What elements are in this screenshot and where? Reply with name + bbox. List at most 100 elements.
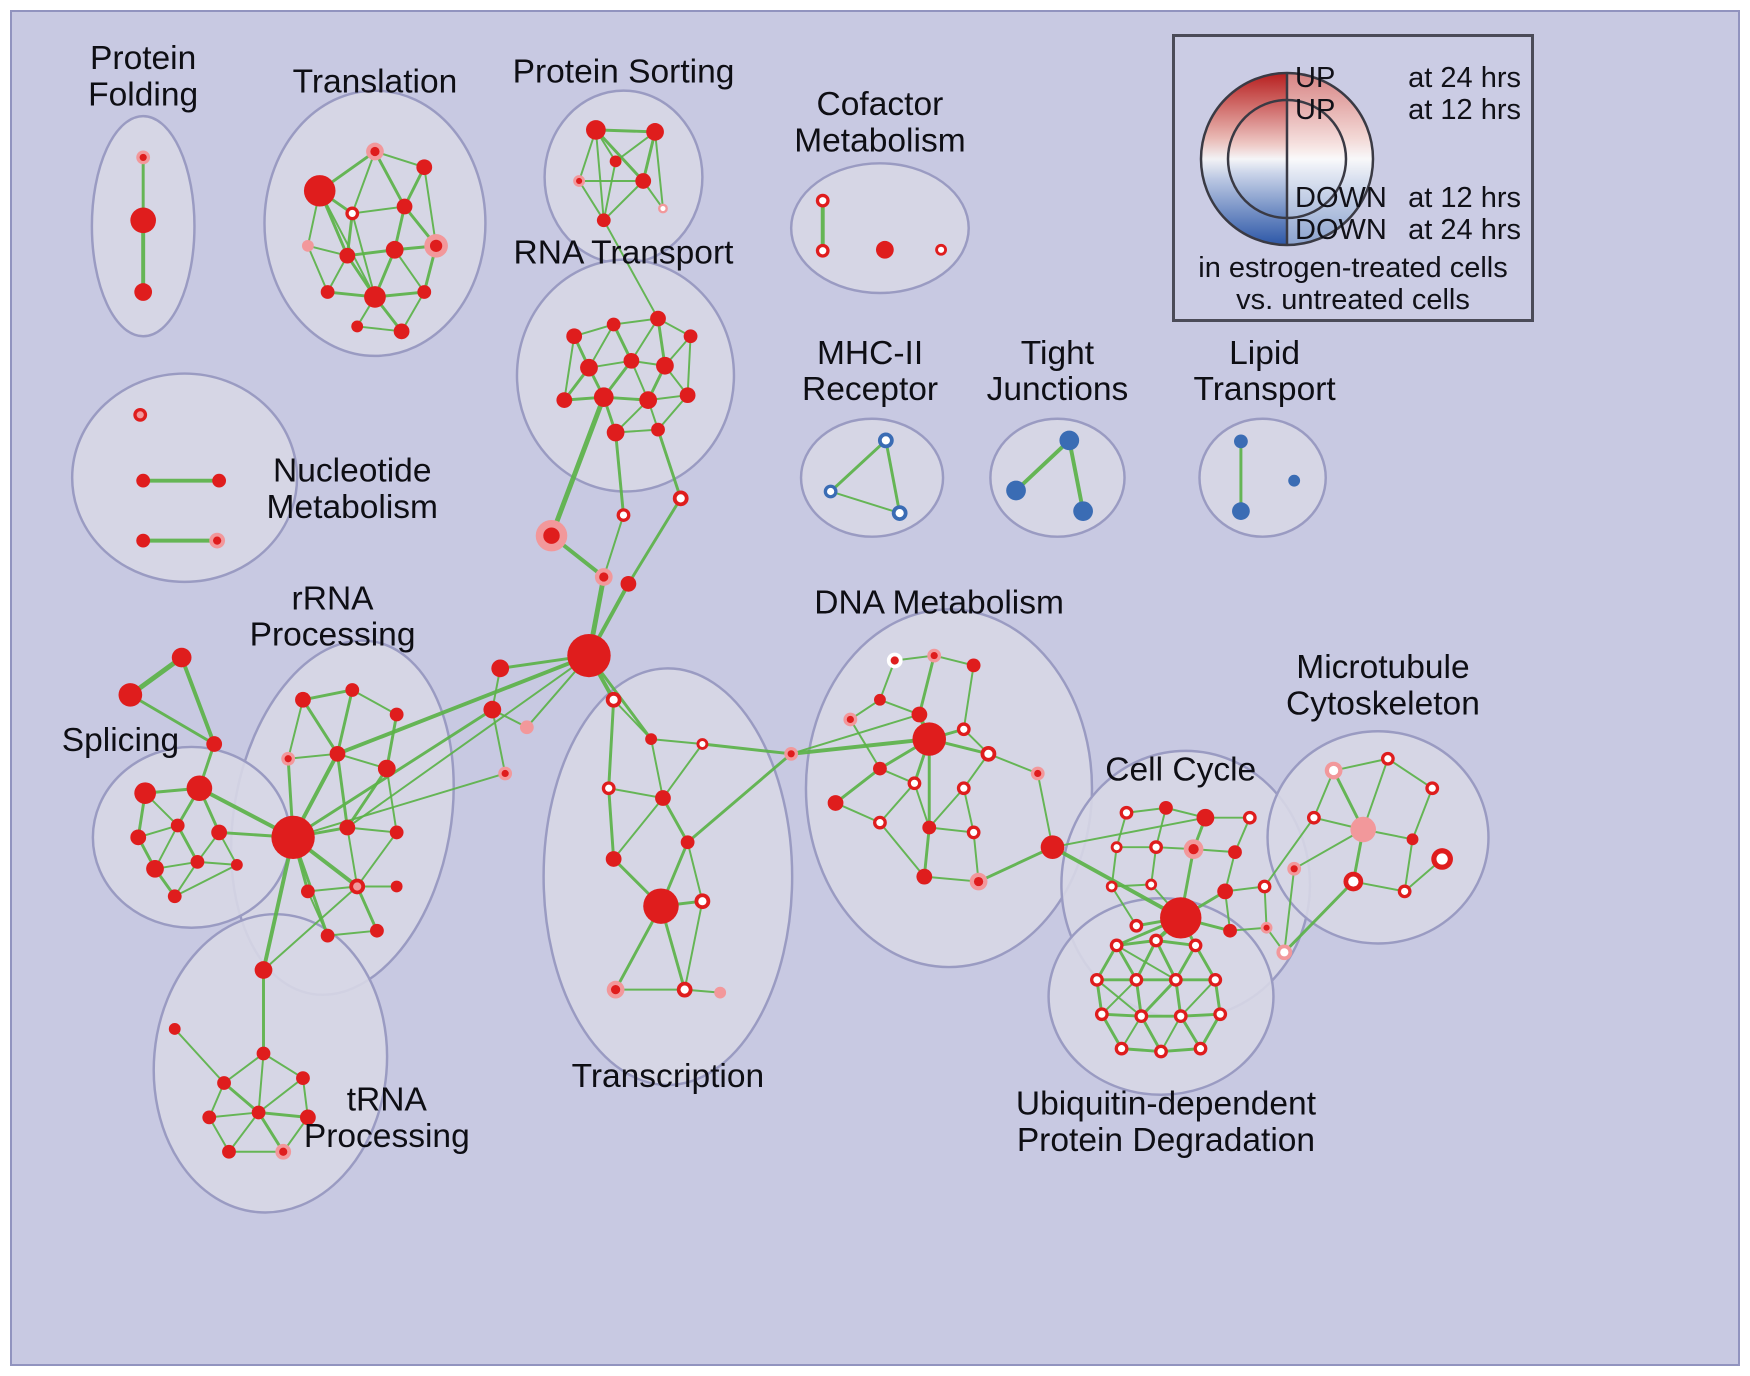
interaction-edge <box>346 826 398 834</box>
gene-node <box>891 505 908 521</box>
interaction-edge <box>607 787 664 800</box>
gene-node <box>256 1046 271 1061</box>
gene-node <box>1260 921 1273 934</box>
cluster-label-cell-cycle: Cell Cycle <box>1105 751 1256 788</box>
gene-node <box>1059 430 1080 451</box>
gene-node <box>658 203 668 214</box>
gene-node <box>339 819 356 836</box>
gene-nodes <box>118 120 1453 1160</box>
gene-node <box>655 790 671 806</box>
gene-node <box>209 532 226 549</box>
legend-up-12-time: at 12 hrs <box>1408 94 1521 126</box>
interaction-edge <box>790 713 921 755</box>
interaction-edge <box>306 890 329 937</box>
interaction-edge <box>1154 939 1178 982</box>
interaction-edge <box>335 752 349 829</box>
cluster-label-splicing: Splicing <box>62 722 179 759</box>
gene-node <box>1173 1009 1188 1024</box>
interaction-edge <box>686 335 692 397</box>
gene-node <box>206 736 223 752</box>
gene-node <box>823 484 838 499</box>
interaction-edge <box>346 654 590 829</box>
gene-node <box>1406 833 1419 846</box>
interaction-edge <box>878 782 916 824</box>
gene-node <box>329 745 346 762</box>
gene-node <box>296 1071 310 1085</box>
gene-node <box>843 712 858 727</box>
gene-node <box>605 691 622 708</box>
interaction-edge <box>208 1111 260 1119</box>
interaction-edge <box>612 698 653 741</box>
interaction-edge <box>594 128 645 183</box>
gene-node <box>1425 781 1440 796</box>
interaction-edge <box>351 205 406 215</box>
interaction-edge <box>1411 787 1434 841</box>
interaction-edge <box>928 787 965 829</box>
interaction-edge <box>607 786 616 861</box>
gene-node <box>1257 879 1272 894</box>
interaction-edge <box>650 738 664 800</box>
gene-node <box>1276 944 1293 961</box>
interaction-edge <box>602 180 645 222</box>
gene-node <box>651 422 665 437</box>
cluster-label-translation: Translation <box>293 64 458 101</box>
gene-node <box>586 120 606 140</box>
interaction-edge <box>373 150 407 209</box>
cluster-dna-metabolism <box>804 608 1094 969</box>
gene-node <box>254 961 273 979</box>
interaction-edge <box>223 1052 265 1084</box>
interaction-edge <box>1134 939 1158 982</box>
gene-node <box>1168 972 1183 987</box>
gene-node <box>396 198 413 215</box>
interaction-edge <box>878 821 926 878</box>
interaction-edge <box>1110 846 1118 888</box>
gene-node <box>596 213 611 228</box>
interaction-edge <box>345 767 389 829</box>
gene-node <box>1006 480 1026 501</box>
interaction-edge <box>614 431 625 517</box>
interaction-edge <box>257 1077 304 1114</box>
interaction-edge <box>262 1052 304 1080</box>
gene-node <box>483 700 502 719</box>
cluster-label-rna-transport: RNA Transport <box>514 235 735 272</box>
gene-node <box>498 766 513 781</box>
gene-node <box>130 207 156 234</box>
cluster-label-transcription: Transcription <box>572 1058 765 1095</box>
interaction-edge <box>913 782 931 829</box>
interaction-edge <box>563 335 576 402</box>
gene-node <box>1149 933 1163 948</box>
gene-node <box>146 859 164 878</box>
gene-node <box>1208 972 1223 987</box>
gene-node <box>1306 810 1321 825</box>
legend-box: UP at 24 hrs UP at 12 hrs DOWN at 12 hrs… <box>1172 34 1534 322</box>
gene-node <box>217 1076 231 1090</box>
gene-node <box>1288 474 1301 487</box>
gene-node <box>1287 861 1302 876</box>
interaction-edge <box>922 826 931 879</box>
cluster-cofactor-metabolism <box>789 162 970 295</box>
interaction-edge <box>335 688 354 756</box>
gene-node <box>136 150 151 165</box>
gene-node <box>345 683 360 697</box>
gene-node <box>1160 897 1202 939</box>
gene-node <box>635 173 652 189</box>
legend-up-24-time: at 24 hrs <box>1408 62 1521 94</box>
gene-node <box>1431 848 1453 870</box>
interaction-edge <box>1100 978 1138 1016</box>
gene-node <box>1183 839 1204 859</box>
gene-node <box>320 285 335 299</box>
gene-node <box>389 707 404 722</box>
gene-node <box>339 247 356 264</box>
gene-node <box>167 889 182 904</box>
gene-node <box>873 761 887 776</box>
gene-node <box>656 356 674 375</box>
gene-node <box>1094 1007 1109 1022</box>
gene-node <box>271 815 315 859</box>
gene-node <box>912 722 947 756</box>
gene-node <box>1397 884 1412 899</box>
gene-node <box>351 320 364 333</box>
